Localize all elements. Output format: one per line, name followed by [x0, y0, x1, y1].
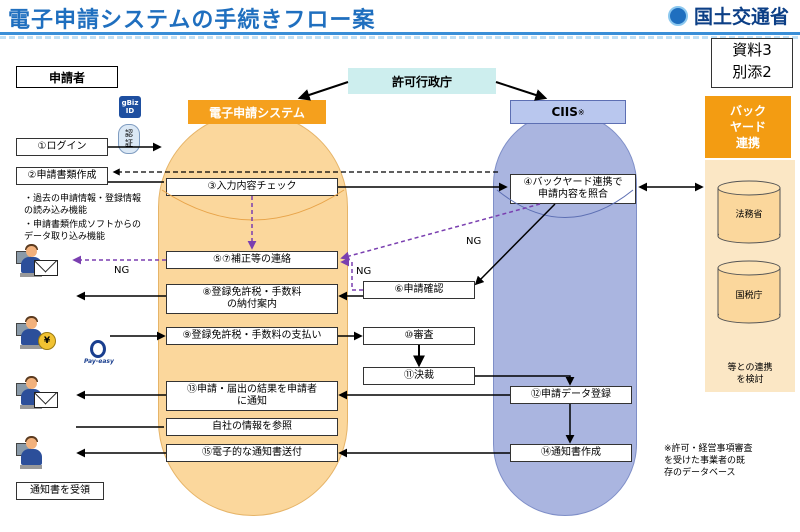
- page-title: 電子申請システムの手続きフロー案: [8, 8, 376, 33]
- backyard-coordination-note: 等との連携 を検討: [727, 363, 773, 385]
- ministry-logo: 国土交通省: [668, 2, 789, 29]
- feature-bullet-2: ・申請書類作成ソフトからのデータ取り込み機能: [24, 220, 142, 242]
- title-rule-dashed: [0, 36, 800, 39]
- document-label: 資料3 別添2: [711, 38, 793, 88]
- feature-bullet-1: ・過去の申請情報・登録情報の読み込み機能: [24, 194, 142, 216]
- moj-database-icon: [717, 180, 781, 244]
- document-label-line1: 資料3: [732, 41, 772, 59]
- nta-label: 国税庁: [735, 291, 763, 301]
- step-correction-contact: ⑤⑦補正等の連絡: [166, 251, 338, 269]
- step-decision: ⑪決裁: [363, 367, 475, 385]
- arrow-licensing-to-esystem: [297, 81, 349, 101]
- nta-database-icon: [717, 260, 781, 324]
- payeasy-logo-mark: [90, 340, 106, 358]
- arrow-decision-to-register: [475, 375, 575, 386]
- step-tax-payment: ⑨登録免許税・手数料の支払い: [166, 327, 338, 345]
- step-self-reference: 自社の情報を参照: [166, 418, 338, 436]
- title-rule: [0, 32, 800, 35]
- step-create-notice: ⑭通知書作成: [510, 444, 632, 462]
- ciis-header-mark: ※: [577, 107, 585, 117]
- notice-receipt-label: 通知書を受領: [16, 482, 104, 500]
- step-backyard-collate: ④バックヤード連携で 申請内容を照合: [510, 174, 636, 204]
- step-result-notice: ⑬申請・届出の結果を申請者 に通知: [166, 381, 338, 411]
- step-create-documents: ②申請書類作成: [16, 167, 108, 185]
- ng-collate-to-correction: [340, 203, 541, 261]
- step-application-confirm: ⑥申請確認: [363, 281, 475, 299]
- esystem-lane-arc: [161, 189, 345, 221]
- applicant-mail-icon-2: [16, 376, 58, 412]
- gbizid-badge: gBiz ID: [119, 96, 141, 118]
- esystem-header: 電子申請システム: [188, 100, 326, 124]
- yen-coin-icon: ¥: [38, 332, 56, 350]
- ng-label-collate: NG: [466, 236, 482, 247]
- ng-confirm-to-correction: [340, 257, 363, 291]
- step-tax-payment-notice: ⑧登録免許税・手数料 の納付案内: [166, 284, 338, 314]
- ministry-logo-text: 国土交通省: [694, 6, 790, 28]
- step-data-register: ⑫申請データ登録: [510, 386, 632, 404]
- applicant-header: 申請者: [16, 66, 118, 88]
- document-label-line2: 別添2: [732, 63, 772, 81]
- step-login: ①ログイン: [16, 138, 108, 156]
- ng-label-applicant: NG: [114, 265, 130, 276]
- applicant-payment-icon: ¥: [16, 316, 56, 352]
- arrow-licensing-to-ciis: [495, 81, 548, 101]
- ciis-lane-arc: [496, 189, 634, 218]
- backyard-header: バック ヤード 連携: [705, 96, 791, 158]
- ciis-header: CIIS※: [510, 100, 626, 124]
- ng-label-confirm: NG: [356, 266, 372, 277]
- ministry-logo-icon: [668, 6, 688, 26]
- arrow-collate-to-confirm: [474, 203, 556, 286]
- licensing-authority-header: 許可行政庁: [348, 68, 496, 94]
- step-review: ⑩審査: [363, 327, 475, 345]
- moj-label: 法務省: [735, 210, 763, 220]
- applicant-notice-icon: [16, 436, 56, 472]
- ciis-header-label: CIIS: [551, 105, 578, 119]
- applicant-mail-icon-1: [16, 244, 58, 280]
- step-input-check: ③入力内容チェック: [166, 178, 338, 196]
- payeasy-logo-text: Pay-easy: [84, 358, 114, 365]
- ciis-footnote: ※許可・経営事項審査 を受けた事業者の既 存のデータベース: [664, 444, 753, 478]
- payeasy-logo: Pay-easy: [84, 340, 114, 370]
- step-electronic-notice: ⑮電子的な通知書送付: [166, 444, 338, 462]
